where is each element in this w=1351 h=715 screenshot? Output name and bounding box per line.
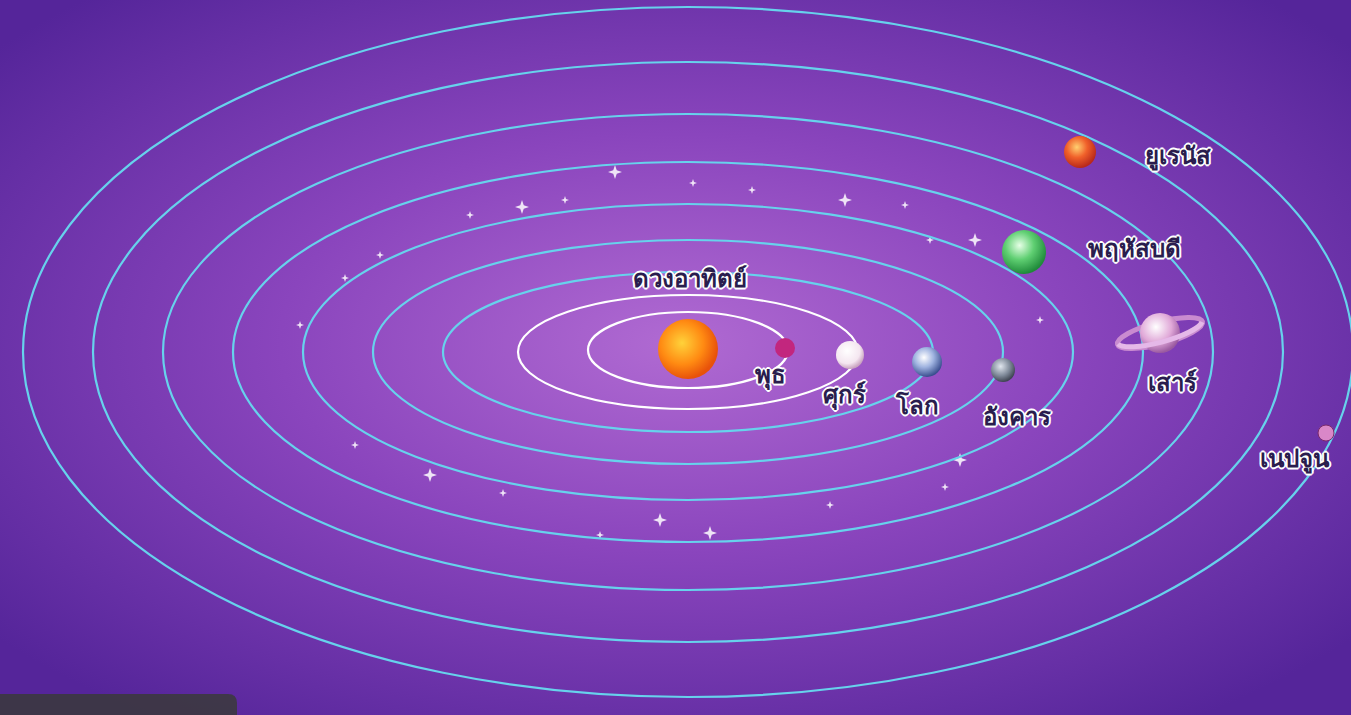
planet-label: เนปจูน xyxy=(1260,444,1329,475)
sparkle-star xyxy=(515,200,529,214)
sparkle-star xyxy=(653,513,667,527)
planet-label: พฤหัสบดี xyxy=(1088,234,1181,265)
planet-label: เสาร์ xyxy=(1148,368,1197,399)
sparkle-star xyxy=(499,489,507,497)
sparkle-star xyxy=(423,468,437,482)
sparkle-star xyxy=(608,165,622,179)
sparkle-star xyxy=(296,321,304,329)
planet-label: อังคาร xyxy=(983,402,1051,433)
sparkle-star xyxy=(968,233,982,247)
sparkle-star xyxy=(703,526,717,540)
planet-label: พุธ xyxy=(755,360,786,391)
planet-label: ดวงอาทิตย์ xyxy=(633,264,747,295)
sparkle-star xyxy=(466,211,474,219)
sparkle-star xyxy=(941,483,949,491)
sparkle-star xyxy=(351,441,359,449)
planet-label: ศุกร์ xyxy=(823,380,866,411)
sparkle-star xyxy=(838,193,852,207)
sparkle-star xyxy=(901,201,909,209)
sparkle-star xyxy=(561,196,569,204)
planet-label: โลก xyxy=(896,391,939,422)
sparkle-star xyxy=(748,186,756,194)
sparkle-star xyxy=(376,251,384,259)
sparkle-star xyxy=(1036,316,1044,324)
planet-label: ยูเรนัส xyxy=(1145,141,1211,172)
sparkle-star xyxy=(826,501,834,509)
sparkle-star xyxy=(341,274,349,282)
sparkle-star xyxy=(689,179,697,187)
